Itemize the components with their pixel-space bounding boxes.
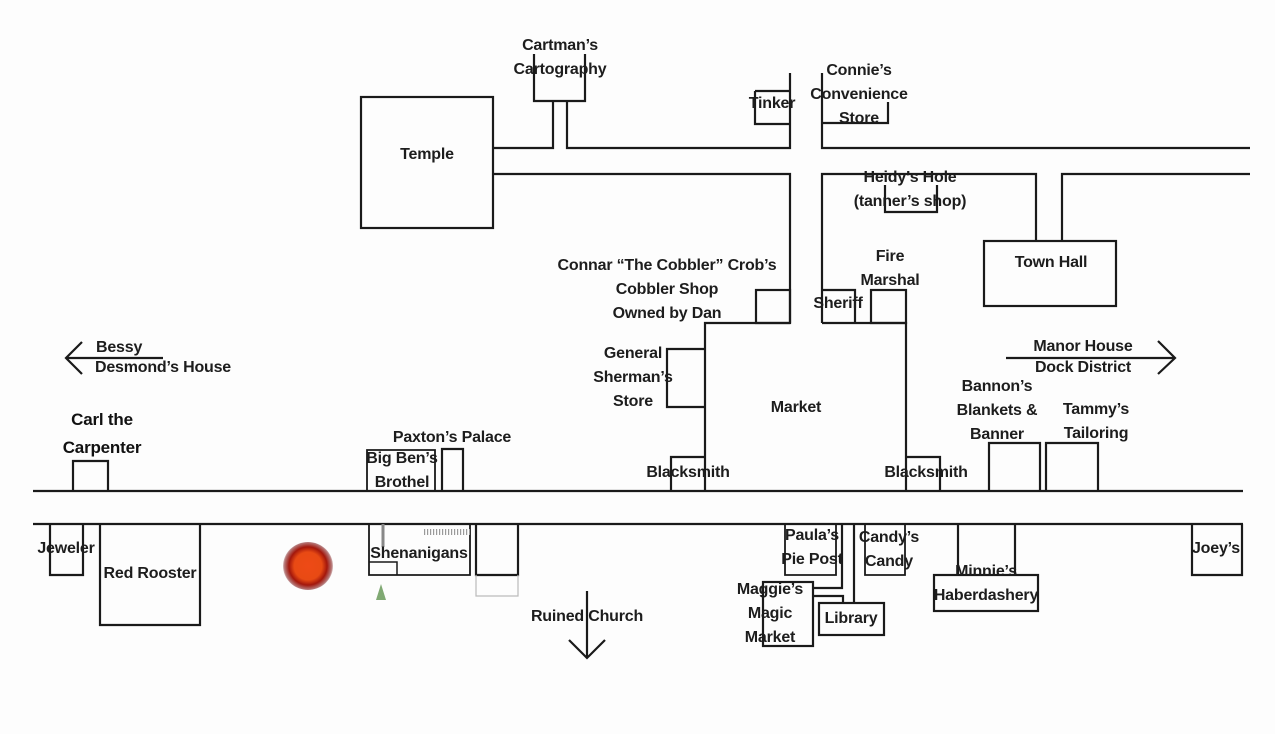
label-blacksmith-west[interactable]: Blacksmith bbox=[646, 464, 730, 481]
west-destination-bottom[interactable]: Desmond’s House bbox=[95, 359, 231, 376]
jeweler-building bbox=[48, 524, 85, 577]
town-hall-building bbox=[982, 239, 1118, 308]
label-brothel[interactable]: Big Ben’s Brothel bbox=[366, 450, 438, 491]
west-destination-top[interactable]: Bessy bbox=[96, 339, 143, 356]
carpenter-building bbox=[71, 459, 110, 491]
label-temple[interactable]: Temple bbox=[400, 146, 454, 163]
label-shenanigans[interactable]: Shenanigans bbox=[370, 545, 468, 562]
fire-marshal-building bbox=[869, 288, 908, 325]
candys-building bbox=[864, 524, 906, 576]
label-bannons[interactable]: Bannon’s Blankets & Banner bbox=[956, 378, 1038, 443]
east-arrow bbox=[1006, 340, 1177, 375]
market-east-wall bbox=[822, 321, 908, 491]
label-minnies[interactable]: Minnie’s Haberdashery bbox=[933, 563, 1039, 604]
label-fire-marshal[interactable]: Fire Marshal bbox=[860, 248, 920, 289]
north-road-upper bbox=[493, 73, 792, 150]
paxtons-building bbox=[440, 447, 465, 491]
temple-building bbox=[359, 95, 495, 230]
joeys-building bbox=[1190, 524, 1244, 577]
label-cobbler[interactable]: Connar “The Cobbler” Crob’s Cobbler Shop… bbox=[557, 257, 777, 322]
tree-icon bbox=[376, 584, 386, 600]
red-rooster-building bbox=[98, 524, 202, 627]
label-market[interactable]: Market bbox=[770, 399, 822, 416]
minnies-building bbox=[932, 573, 1040, 613]
label-maggies[interactable]: Maggie’s Magic Market bbox=[736, 581, 804, 646]
label-library[interactable]: Library bbox=[824, 610, 878, 627]
label-blacksmith-east[interactable]: Blacksmith bbox=[884, 464, 968, 481]
market-west-wall bbox=[703, 321, 790, 491]
tinker-building bbox=[753, 91, 790, 126]
label-paxtons[interactable]: Paxton’s Palace bbox=[392, 429, 512, 446]
label-tanner[interactable]: Heidy’s Hole (tanner’s shop) bbox=[853, 169, 967, 210]
label-cartography[interactable]: Cartman’s Cartography bbox=[513, 37, 607, 78]
label-town-hall[interactable]: Town Hall bbox=[1014, 254, 1088, 271]
library-building bbox=[817, 601, 886, 637]
shenanigans-building bbox=[368, 524, 471, 576]
tanner-building bbox=[883, 185, 939, 214]
blacksmith-west-building bbox=[669, 455, 705, 491]
label-general-store[interactable]: General Sherman’s Store bbox=[593, 345, 673, 410]
label-tinker[interactable]: Tinker bbox=[748, 95, 796, 112]
annex-building bbox=[474, 524, 520, 577]
blacksmith-east-building bbox=[906, 455, 942, 491]
label-paulas[interactable]: Paula’s Pie Post bbox=[781, 527, 843, 568]
label-candys[interactable]: Candy’s Candy bbox=[858, 529, 920, 570]
bannons-building bbox=[987, 441, 1042, 491]
player-token[interactable] bbox=[283, 542, 333, 590]
sheriff-building bbox=[822, 288, 857, 323]
label-jeweler[interactable]: Jeweler bbox=[37, 540, 95, 557]
label-joeys[interactable]: Joey’s bbox=[1191, 540, 1241, 557]
label-tammys[interactable]: Tammy’s Tailoring bbox=[1062, 401, 1130, 442]
label-carpenter[interactable]: Carl the Carpenter bbox=[62, 410, 142, 457]
south-arrow bbox=[568, 591, 606, 660]
town-hall-road bbox=[1060, 172, 1250, 240]
minnies-building-posts bbox=[956, 524, 1017, 575]
label-convenience[interactable]: Connie’s Convenience Store bbox=[810, 62, 908, 127]
brothel-building bbox=[366, 449, 436, 491]
east-destination-top[interactable]: Manor House bbox=[1033, 338, 1133, 355]
south-destination[interactable]: Ruined Church bbox=[530, 608, 644, 625]
west-arrow bbox=[64, 341, 163, 375]
east-destination-bottom[interactable]: Dock District bbox=[1034, 359, 1132, 376]
convenience-building bbox=[822, 102, 890, 125]
north-road-upper-east bbox=[820, 73, 1250, 150]
maggies-building bbox=[761, 580, 815, 648]
north-road-lower-east bbox=[820, 172, 1038, 323]
label-red-rooster[interactable]: Red Rooster bbox=[103, 565, 197, 582]
label-sheriff[interactable]: Sheriff bbox=[813, 295, 863, 312]
paulas-building bbox=[784, 524, 837, 576]
north-road-lower bbox=[493, 172, 792, 323]
general-store-building bbox=[665, 347, 705, 409]
tammys-building bbox=[1044, 441, 1100, 491]
cartography-building bbox=[532, 54, 587, 103]
